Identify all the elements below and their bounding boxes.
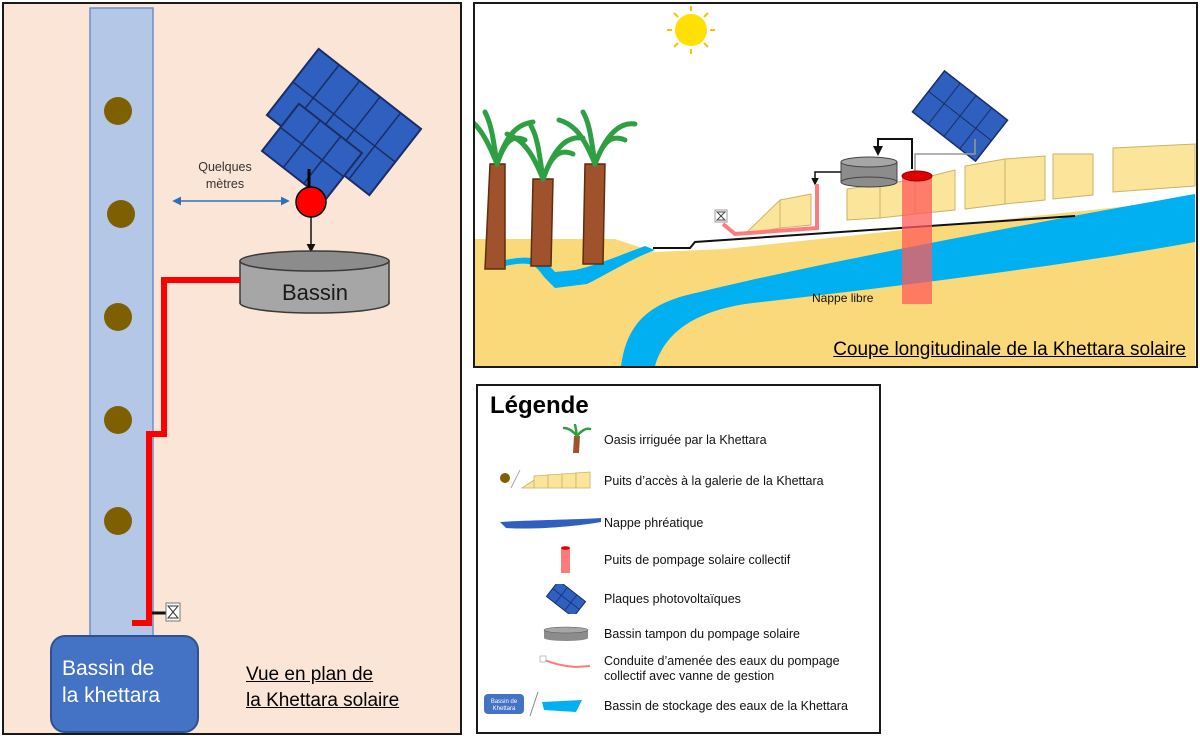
- legend-item-buffer-basin: Bassin tampon du pompage solaire: [478, 620, 878, 650]
- plan-view-title: Vue en plan de la Khettara solaire: [246, 662, 399, 714]
- section-pipe: [721, 184, 819, 237]
- storage-basin-icon-text-line2: Khettara: [493, 706, 516, 712]
- storage-basin-icon-text-line1: Bassin de: [491, 699, 518, 705]
- legend-label-storage-basin: Bassin de stockage des eaux de la Khetta…: [604, 699, 848, 713]
- palm-tree-1: [475, 109, 536, 270]
- pumping-well-shaft: [902, 176, 932, 304]
- pump-to-basin-line: [873, 138, 913, 169]
- legend-title: Légende: [490, 392, 589, 419]
- plan-view-title-line2: la Khettara solaire: [246, 690, 400, 711]
- legend-label-access-well: Puits d’accès à la galerie de la Khettar…: [604, 474, 824, 488]
- longitudinal-section-drawing: Nappe libre: [475, 6, 1196, 366]
- distance-label-line2: mètres: [206, 177, 244, 191]
- legend-label-oasis: Oasis irriguée par la Khettara: [604, 433, 767, 447]
- khettara-basin: [50, 635, 199, 733]
- buffer-basin-label: Bassin: [282, 280, 348, 305]
- khettara-gallery-line: [653, 215, 1076, 249]
- legend-label-pipe-valve: Conduite d’amenée des eaux du pompage co…: [604, 654, 840, 684]
- water-table-label: Nappe libre: [812, 291, 874, 305]
- section-buffer-basin: [840, 156, 898, 188]
- distance-label-line1: Quelques: [198, 160, 252, 174]
- oasis-channel: [505, 246, 655, 288]
- sun-icon: [667, 6, 715, 54]
- panel-cable-section: [914, 139, 976, 178]
- palm-tree-2: [504, 123, 586, 267]
- longitudinal-section-panel: Nappe libre Coupe longitudinale de la Kh…: [473, 2, 1198, 368]
- access-wells: [104, 97, 135, 535]
- palm-tree-icon: [562, 424, 592, 453]
- legend-label-solar-panel: Plaques photovoltaïques: [604, 592, 741, 606]
- legend-label-pipe-valve-line2: collectif avec vanne de gestion: [604, 669, 775, 683]
- access-well-1: [104, 97, 132, 125]
- section-solar-panel: [911, 69, 1009, 163]
- section-title: Coupe longitudinale de la Khettara solai…: [833, 339, 1186, 360]
- legend-item-water-table: Nappe phréatique: [478, 508, 878, 538]
- access-well-2: [107, 200, 135, 228]
- legend-label-water-table: Nappe phréatique: [604, 516, 704, 530]
- solar-panel-icon: [545, 584, 587, 614]
- khettara-basin-label-line2: la khettara: [62, 684, 160, 707]
- access-well-3: [104, 303, 132, 331]
- storage-basin-icon: Bassin de Khettara: [484, 691, 582, 717]
- plan-view-title-line1: Vue en plan de: [246, 664, 374, 685]
- access-well-icon: [500, 469, 591, 489]
- water-table-icon: [500, 518, 601, 529]
- buffer-basin: Bassin: [239, 250, 390, 314]
- legend-label-pipe-valve-line1: Conduite d’amenée des eaux du pompage: [604, 654, 840, 668]
- pumping-well-icon: [561, 546, 570, 573]
- plan-view-panel: Quelques mètres Bassin Bassin de la khet…: [2, 2, 462, 735]
- legend-label-pumping-well: Puits de pompage solaire collectif: [604, 553, 791, 567]
- legend-item-storage-basin: Bassin de Khettara Bassin de stockage de…: [478, 690, 878, 720]
- khettara-basin-label-line1: Bassin de: [62, 657, 154, 680]
- basin-to-pipe-line: [811, 171, 841, 186]
- pumping-well: [295, 186, 327, 218]
- plan-view-drawing: Quelques mètres Bassin Bassin de la khet…: [50, 7, 423, 733]
- legend-label-buffer-basin: Bassin tampon du pompage solaire: [604, 627, 800, 641]
- access-well-4: [104, 406, 132, 434]
- oasis-palm-trees: [475, 109, 638, 270]
- legend-item-oasis: Oasis irriguée par la Khettara: [478, 424, 878, 454]
- valve-icon: [165, 602, 181, 622]
- access-well-5: [104, 507, 132, 535]
- legend-item-pipe-valve: Conduite d’amenée des eaux du pompage co…: [478, 652, 878, 686]
- pipe-valve-icon: [539, 655, 591, 669]
- legend-item-access-well: Puits d’accès à la galerie de la Khettar…: [478, 466, 878, 496]
- legend-item-solar-panel: Plaques photovoltaïques: [478, 584, 878, 614]
- palm-tree-3: [556, 109, 638, 265]
- collective-pipe: [132, 277, 240, 626]
- buffer-basin-icon: [543, 626, 589, 641]
- section-valve-icon: [714, 209, 728, 223]
- solar-panels: [260, 47, 423, 202]
- legend-panel: Légende Oasis irriguée par la Khettara P…: [476, 384, 881, 734]
- legend-item-pumping-well: Puits de pompage solaire collectif: [478, 545, 878, 575]
